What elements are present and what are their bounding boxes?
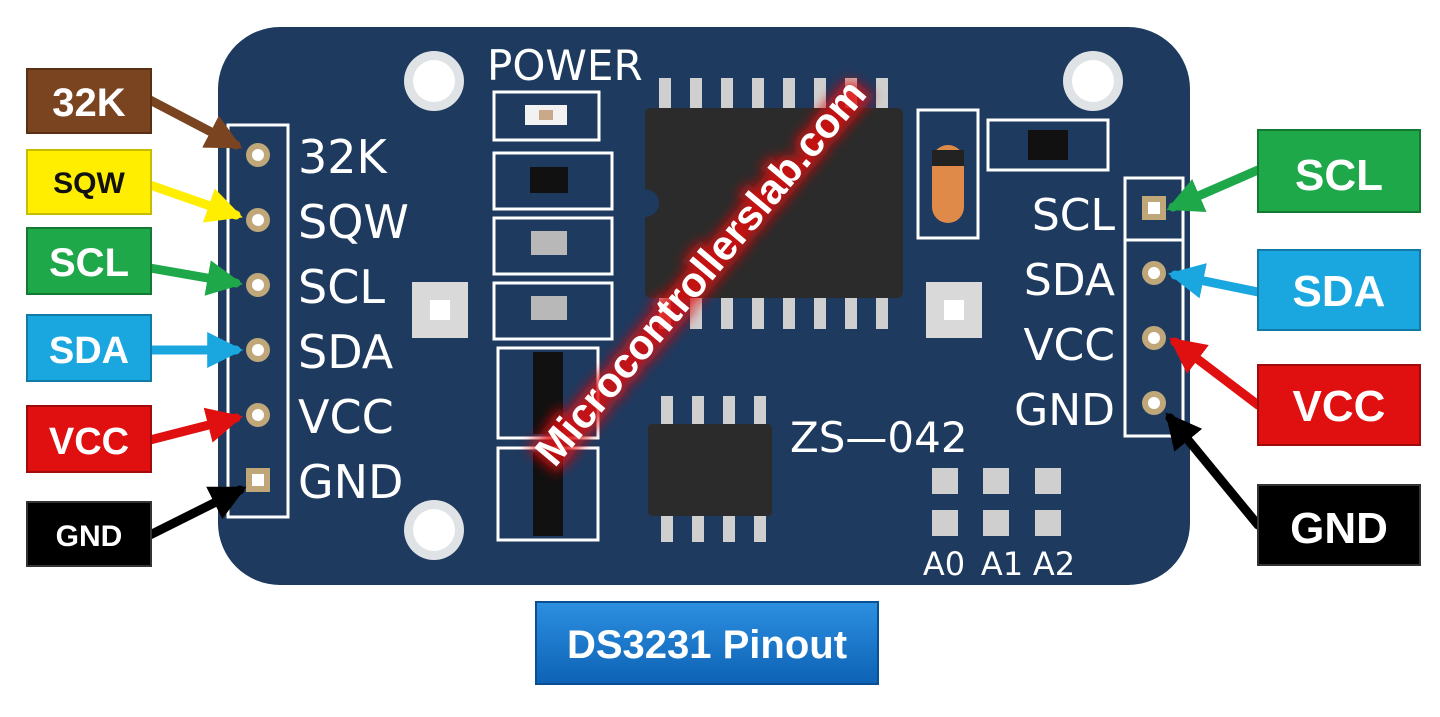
label-box-32k: 32K (26, 68, 152, 134)
svg-text:SCL: SCL (49, 241, 129, 285)
left-label-boxes: 32K SQW SCL SDA VCC GND (26, 68, 152, 567)
right-pin-label-scl: SCL (1032, 190, 1116, 241)
left-pin-label-sqw: SQW (298, 195, 409, 249)
right-label-boxes: SCL SDA VCC GND (1257, 129, 1421, 566)
svg-text:SCL: SCL (1295, 151, 1383, 200)
right-pin-label-vcc: VCC (1023, 320, 1115, 371)
power-silkscreen: POWER (487, 41, 643, 90)
mounting-holes (404, 51, 1123, 560)
svg-text:SDA: SDA (49, 330, 129, 372)
left-pin-label-vcc: VCC (298, 390, 394, 444)
smd-components (492, 151, 614, 542)
right-pin-label-sda: SDA (1024, 255, 1115, 306)
right-pin-header (1123, 176, 1185, 438)
label-box-vcc-right: VCC (1257, 364, 1421, 446)
address-label-a0: A0 (923, 545, 965, 583)
svg-text:32K: 32K (52, 81, 125, 125)
svg-text:VCC: VCC (1293, 382, 1386, 431)
diode (916, 108, 980, 240)
page-title: DS3231 Pinout (567, 623, 847, 667)
svg-text:VCC: VCC (49, 421, 129, 463)
arrow-gnd-left (145, 485, 247, 540)
left-arrows (145, 95, 247, 540)
label-box-gnd-right: GND (1257, 484, 1421, 566)
arrow-scl-right (1166, 165, 1263, 213)
left-pin-label-sda: SDA (298, 325, 394, 379)
address-label-a2: A2 (1033, 545, 1075, 583)
arrow-vcc-left (145, 407, 243, 445)
svg-text:SDA: SDA (1293, 267, 1386, 316)
left-pin-label-32k: 32K (298, 130, 389, 184)
label-box-scl-right: SCL (1257, 129, 1421, 213)
label-box-scl-left: SCL (26, 227, 152, 295)
left-pin-header (226, 123, 290, 519)
left-pin-label-scl: SCL (298, 260, 385, 314)
arrow-scl-left (145, 260, 244, 296)
right-arrows (1165, 165, 1263, 530)
ds3231-chip (631, 78, 903, 329)
title-banner: DS3231 Pinout (535, 601, 879, 685)
address-label-a1: A1 (981, 545, 1023, 583)
arrow-gnd-right (1165, 412, 1263, 530)
arrow-32k (145, 95, 243, 150)
model-silkscreen: ZS—042 (790, 413, 968, 462)
left-pin-label-gnd: GND (298, 455, 403, 509)
arrow-sqw (145, 180, 243, 223)
arrow-sda-right (1167, 263, 1263, 299)
label-box-sqw: SQW (26, 149, 152, 215)
label-box-sda-left: SDA (26, 314, 152, 382)
address-jumper-pads (932, 468, 1061, 536)
svg-text:SQW: SQW (53, 167, 125, 200)
right-pin-label-gnd: GND (1014, 385, 1115, 436)
eeprom-chip (648, 396, 772, 542)
smd-top-right (986, 118, 1110, 172)
label-box-gnd-left: GND (26, 501, 152, 567)
label-box-sda-right: SDA (1257, 249, 1421, 331)
label-box-vcc-left: VCC (26, 405, 152, 473)
svg-text:GND: GND (1290, 504, 1388, 553)
svg-text:GND: GND (56, 520, 123, 553)
arrow-vcc-right (1169, 337, 1263, 410)
power-led (492, 90, 601, 142)
